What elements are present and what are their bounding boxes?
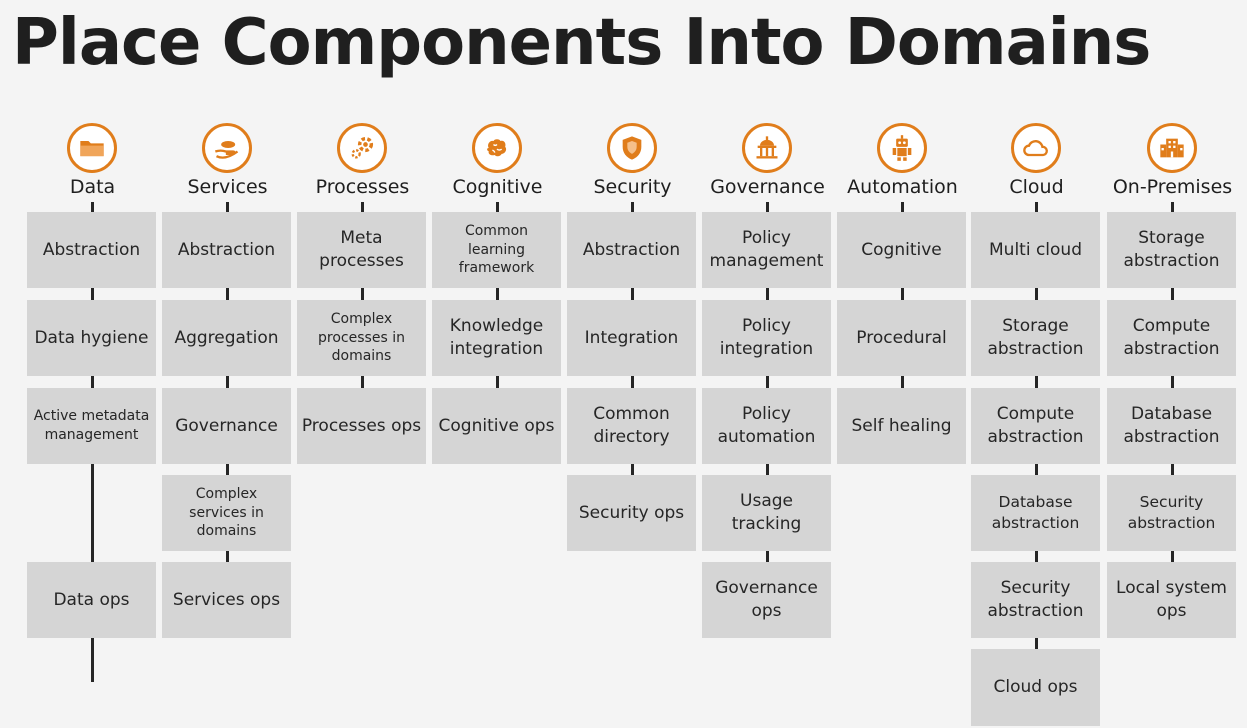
component-box: Compute abstraction [1107,300,1236,376]
column-label: Automation [847,176,958,198]
component-box: Complex processes in domains [297,300,426,376]
component-box: Meta processes [297,212,426,288]
column-label: Data [69,176,116,198]
robot-icon [877,123,927,173]
component-box: Abstraction [27,212,156,288]
component-box: Policy automation [702,388,831,464]
column-label: Processes [315,176,410,198]
component-box: Security abstraction [971,562,1100,638]
component-box: Governance [162,388,291,464]
component-box: Abstraction [162,212,291,288]
component-box: Integration [567,300,696,376]
connector-line [226,202,229,562]
component-box: Knowledge integration [432,300,561,376]
column-on-premises: On-Premises Storage abstraction Compute … [1107,118,1238,728]
gears-icon [337,123,387,173]
column-cloud: Cloud Multi cloud Storage abstraction Co… [971,118,1102,728]
column-label: Cognitive [452,176,543,198]
component-box: Cognitive [837,212,966,288]
component-box: Self healing [837,388,966,464]
column-label: Services [187,176,268,198]
component-box: Storage abstraction [971,300,1100,376]
component-box: Policy management [702,212,831,288]
component-box: Multi cloud [971,212,1100,288]
column-security: Security Abstraction Integration Common … [567,118,698,728]
component-box: Compute abstraction [971,388,1100,464]
column-label: Cloud [1009,176,1064,198]
component-box: Common learning framework [432,212,561,288]
component-box: Governance ops [702,562,831,638]
column-governance: Governance Policy management Policy inte… [702,118,833,728]
cloud-icon [1011,123,1061,173]
component-box: Data ops [27,562,156,638]
building-icon [1147,123,1197,173]
hand-icon [202,123,252,173]
column-label: Security [593,176,672,198]
component-box: Security abstraction [1107,475,1236,551]
component-box: Usage tracking [702,475,831,551]
capitol-icon [742,123,792,173]
component-box: Storage abstraction [1107,212,1236,288]
component-box: Complex services in domains [162,475,291,551]
folder-icon [67,123,117,173]
page-title: Place Components Into Domains [12,6,1151,80]
column-label: On-Premises [1112,176,1233,198]
component-box: Cloud ops [971,649,1100,726]
component-box: Database abstraction [1107,388,1236,464]
component-box: Data hygiene [27,300,156,376]
component-box: Services ops [162,562,291,638]
column-automation: Automation Cognitive Procedural Self hea… [837,118,968,728]
column-cognitive: Cognitive Common learning framework Know… [432,118,563,728]
column-label: Governance [710,176,825,198]
column-services: Services Abstraction Aggregation Governa… [162,118,293,728]
component-box: Active metadata management [27,388,156,464]
component-box: Abstraction [567,212,696,288]
component-box: Cognitive ops [432,388,561,464]
component-box: Security ops [567,475,696,551]
component-box: Procedural [837,300,966,376]
component-box: Common directory [567,388,696,464]
component-box: Processes ops [297,388,426,464]
component-box: Local system ops [1107,562,1236,638]
column-data: Data Abstraction Data hygiene Active met… [27,118,158,728]
column-processes: Processes Meta processes Complex process… [297,118,428,728]
component-box: Database abstraction [971,475,1100,551]
component-box: Policy integration [702,300,831,376]
shield-icon [607,123,657,173]
brain-icon [472,123,522,173]
component-box: Aggregation [162,300,291,376]
